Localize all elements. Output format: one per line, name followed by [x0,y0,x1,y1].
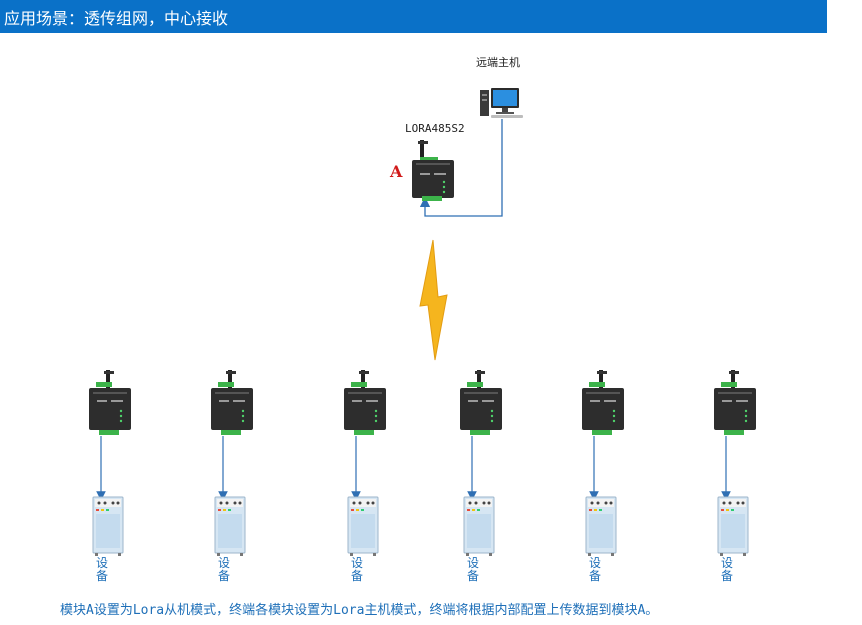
terminal-node [460,370,502,556]
lora-module-icon [582,370,624,435]
pc-to-module-link [419,119,503,217]
equipment-cabinet-icon [585,496,617,556]
module-a-label: LORA485S2 [405,122,465,135]
module-a-tag: A [390,162,403,181]
lora-module-icon [89,370,131,435]
pc-label: 远端主机 [476,56,520,69]
caption-text: 模块A设置为Lora从机模式，终端各模块设置为Lora主机模式，终端将根据内部配… [60,603,659,618]
equipment-label: 设备 [720,556,733,583]
terminal-node [211,370,253,556]
equipment-cabinet-icon [717,496,749,556]
equipment-label: 设备 [466,556,479,583]
equipment-label: 设备 [350,556,363,583]
equipment-cabinet-icon [463,496,495,556]
page-title: 应用场景：透传组网，中心接收 [4,9,229,28]
header-bar: 应用场景：透传组网，中心接收 [0,0,827,33]
lora-module-icon [344,370,386,435]
terminal-node [89,370,131,556]
lora-module-icon [460,370,502,435]
terminal-node [582,370,624,556]
equipment-cabinet-icon [347,496,379,556]
lora-module-icon [714,370,756,435]
equipment-cabinet-icon [92,496,124,556]
lora-module-icon [211,370,253,435]
computer-icon [480,88,523,118]
lightning-icon [419,239,448,361]
terminal-node [714,370,756,556]
terminal-node [344,370,386,556]
lora-module-icon [412,140,454,201]
equipment-label: 设备 [217,556,230,583]
equipment-label: 设备 [95,556,108,583]
equipment-label: 设备 [588,556,601,583]
equipment-cabinet-icon [214,496,246,556]
